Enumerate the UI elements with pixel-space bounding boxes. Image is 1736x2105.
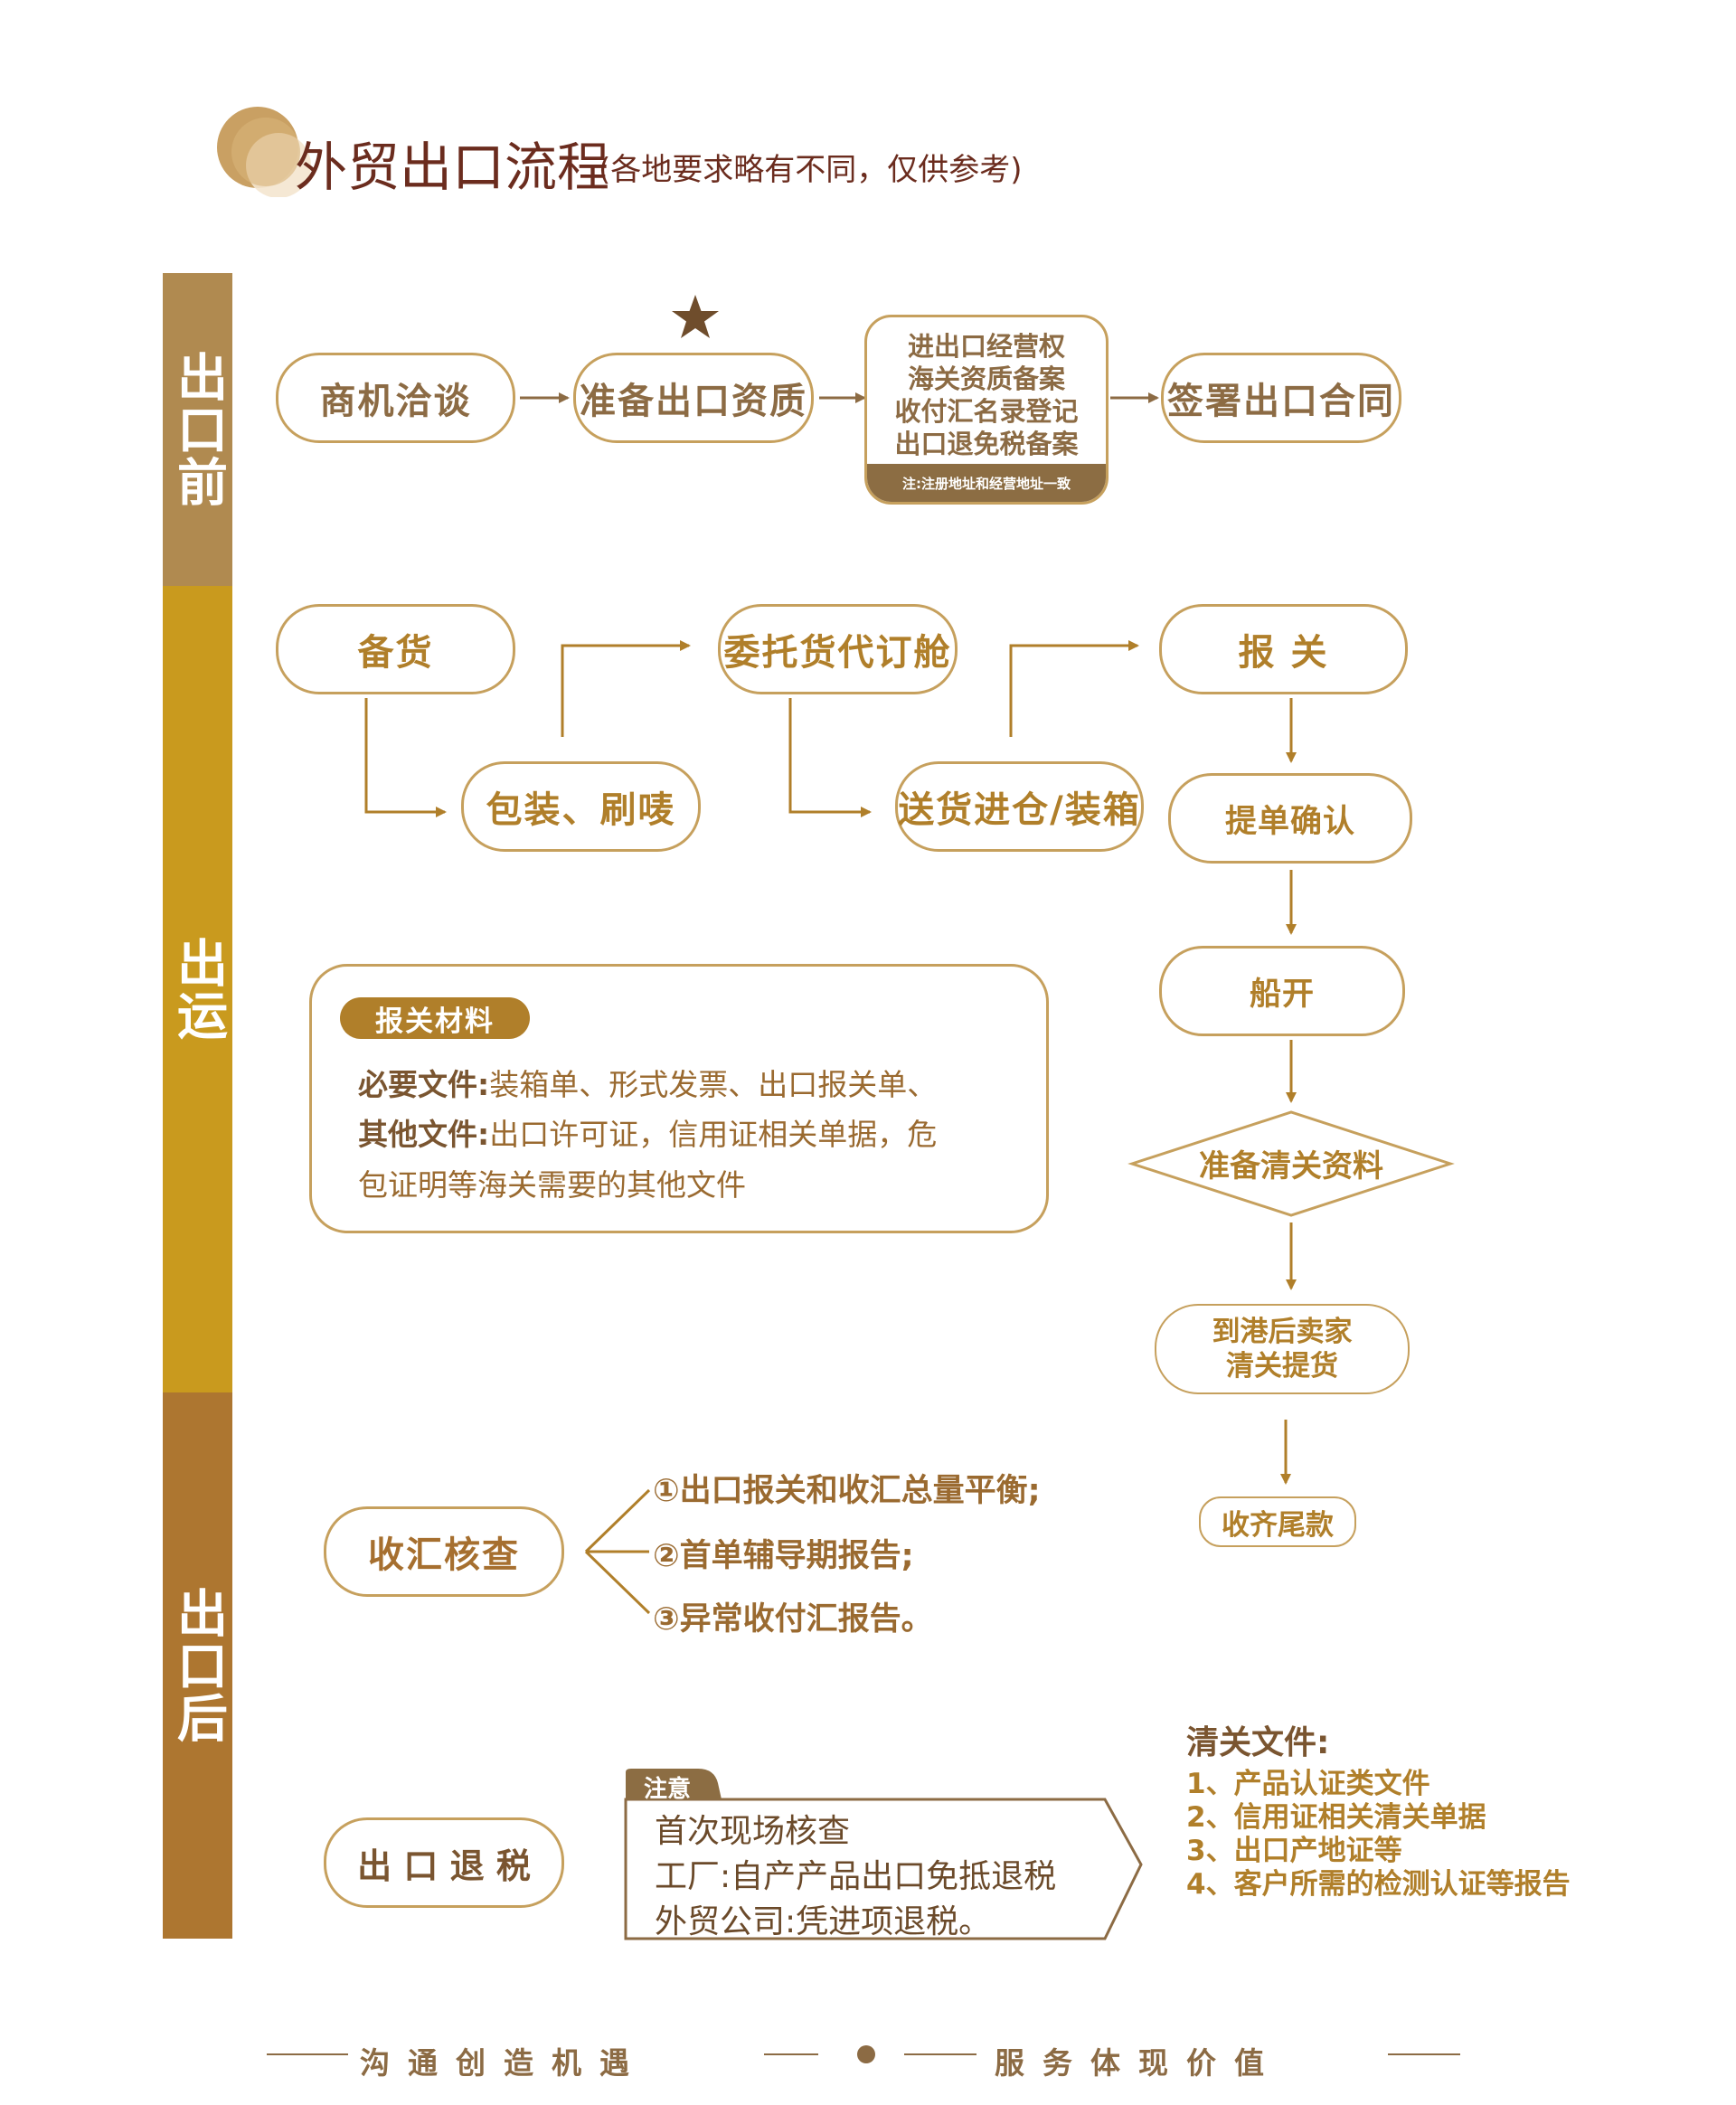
- arrow-stock-to-packing: [364, 698, 447, 817]
- qualification-item: 海关资质备案: [907, 363, 1065, 394]
- node-delivery: 送货进仓/装箱: [895, 761, 1144, 852]
- required-docs-line: 必要文件:装箱单、形式发票、出口报关单、: [358, 1061, 937, 1104]
- header-logo-circles: [215, 107, 333, 198]
- other-docs-label: 其他文件:: [358, 1117, 490, 1152]
- prepare-clearance-diamond: [1127, 1110, 1455, 1217]
- note-tag: 注意: [644, 1776, 692, 1803]
- clearance-doc-item: 4、客户所需的检测认证等报告: [1186, 1868, 1571, 1901]
- note-line: 首次现场核查: [655, 1813, 851, 1850]
- node-prepare-qualification: 准备出口资质: [573, 353, 814, 443]
- customs-materials-tag: 报关材料: [340, 997, 530, 1039]
- note-line: 工厂:自产产品出口免抵退税: [655, 1858, 1057, 1895]
- fan-line-bottom: [584, 1550, 651, 1615]
- fan-line-top: [584, 1488, 651, 1553]
- phase-bar-before: 出口前: [163, 273, 232, 586]
- footer-slogan-left: 沟通创造机遇: [360, 2045, 647, 2081]
- clearance-doc-item: 3、出口产地证等: [1186, 1835, 1402, 1867]
- phase-label-after: 出口后: [168, 1587, 228, 1744]
- node-qualification-items: 进出口经营权 海关资质备案 收付汇名录登记 出口退免税备案 注:注册地址和经营地…: [864, 315, 1109, 505]
- phase-bar-after: 出口后: [163, 1392, 232, 1939]
- node-sign-contract: 签署出口合同: [1161, 353, 1401, 443]
- phase-bar-shipping: 出运: [163, 586, 232, 1392]
- node-negotiation: 商机洽谈: [276, 353, 515, 443]
- node-prepare-clearance: 准备清关资料: [1199, 1148, 1383, 1185]
- node-stock: 备货: [276, 604, 515, 694]
- node-tax-refund: 出 口 退 税: [324, 1817, 564, 1908]
- other-docs-text: 出口许可证，信用证相关单据，危: [489, 1117, 938, 1152]
- buyer-pickup-line: 清关提货: [1226, 1350, 1338, 1383]
- node-sailing: 船开: [1159, 946, 1405, 1036]
- clearance-doc-item: 2、信用证相关清关单据: [1186, 1801, 1486, 1834]
- node-fx-check: 收汇核查: [324, 1506, 564, 1597]
- star-icon: [670, 293, 721, 342]
- arrow-booking-to-delivery: [788, 698, 872, 817]
- page-title: 外贸出口流程: [295, 137, 610, 198]
- page-subtitle: (各地要求略有不同，仅供参考): [599, 152, 1023, 188]
- required-docs-text: 装箱单、形式发票、出口报关单、: [489, 1067, 938, 1102]
- note-tag-shape: [626, 1769, 722, 1799]
- node-bl-confirm: 提单确认: [1168, 773, 1412, 864]
- clearance-docs-title: 清关文件:: [1186, 1724, 1330, 1761]
- footer-slogan-right: 服务体现价值: [995, 2045, 1282, 2081]
- phase-label-shipping: 出运: [168, 937, 228, 1042]
- fx-item: ①出口报关和收汇总量平衡;: [653, 1473, 1041, 1509]
- note-pentagon: [624, 1798, 1143, 1940]
- clearance-doc-item: 1、产品认证类文件: [1186, 1768, 1430, 1800]
- arrow-delivery-to-customs: [1009, 640, 1139, 737]
- qualification-note: 注:注册地址和经营地址一致: [867, 464, 1106, 502]
- arrow-packing-to-booking: [561, 640, 691, 737]
- fx-item: ③异常收付汇报告。: [653, 1601, 933, 1638]
- qualification-item: 出口退免税备案: [894, 429, 1079, 459]
- node-customs: 报 关: [1159, 604, 1408, 694]
- required-docs-label: 必要文件:: [358, 1067, 490, 1102]
- node-booking: 委托货代订舱: [718, 604, 958, 694]
- footer-dot: [857, 2045, 875, 2063]
- fx-item: ②首单辅导期报告;: [653, 1538, 914, 1574]
- node-collect-balance: 收齐尾款: [1199, 1496, 1356, 1547]
- other-docs-line: 其他文件:出口许可证，信用证相关单据，危: [358, 1110, 937, 1154]
- node-buyer-pickup: 到港后卖家 清关提货: [1155, 1304, 1410, 1394]
- other-docs-line-2: 包证明等海关需要的其他文件: [358, 1167, 746, 1203]
- qualification-item: 收付汇名录登记: [894, 396, 1079, 427]
- phase-label-before: 出口前: [168, 351, 228, 508]
- qualification-item: 进出口经营权: [907, 331, 1065, 362]
- buyer-pickup-line: 到港后卖家: [1212, 1316, 1353, 1348]
- note-line: 外贸公司:凭进项退税。: [655, 1903, 992, 1940]
- node-packing: 包装、刷唛: [461, 761, 701, 852]
